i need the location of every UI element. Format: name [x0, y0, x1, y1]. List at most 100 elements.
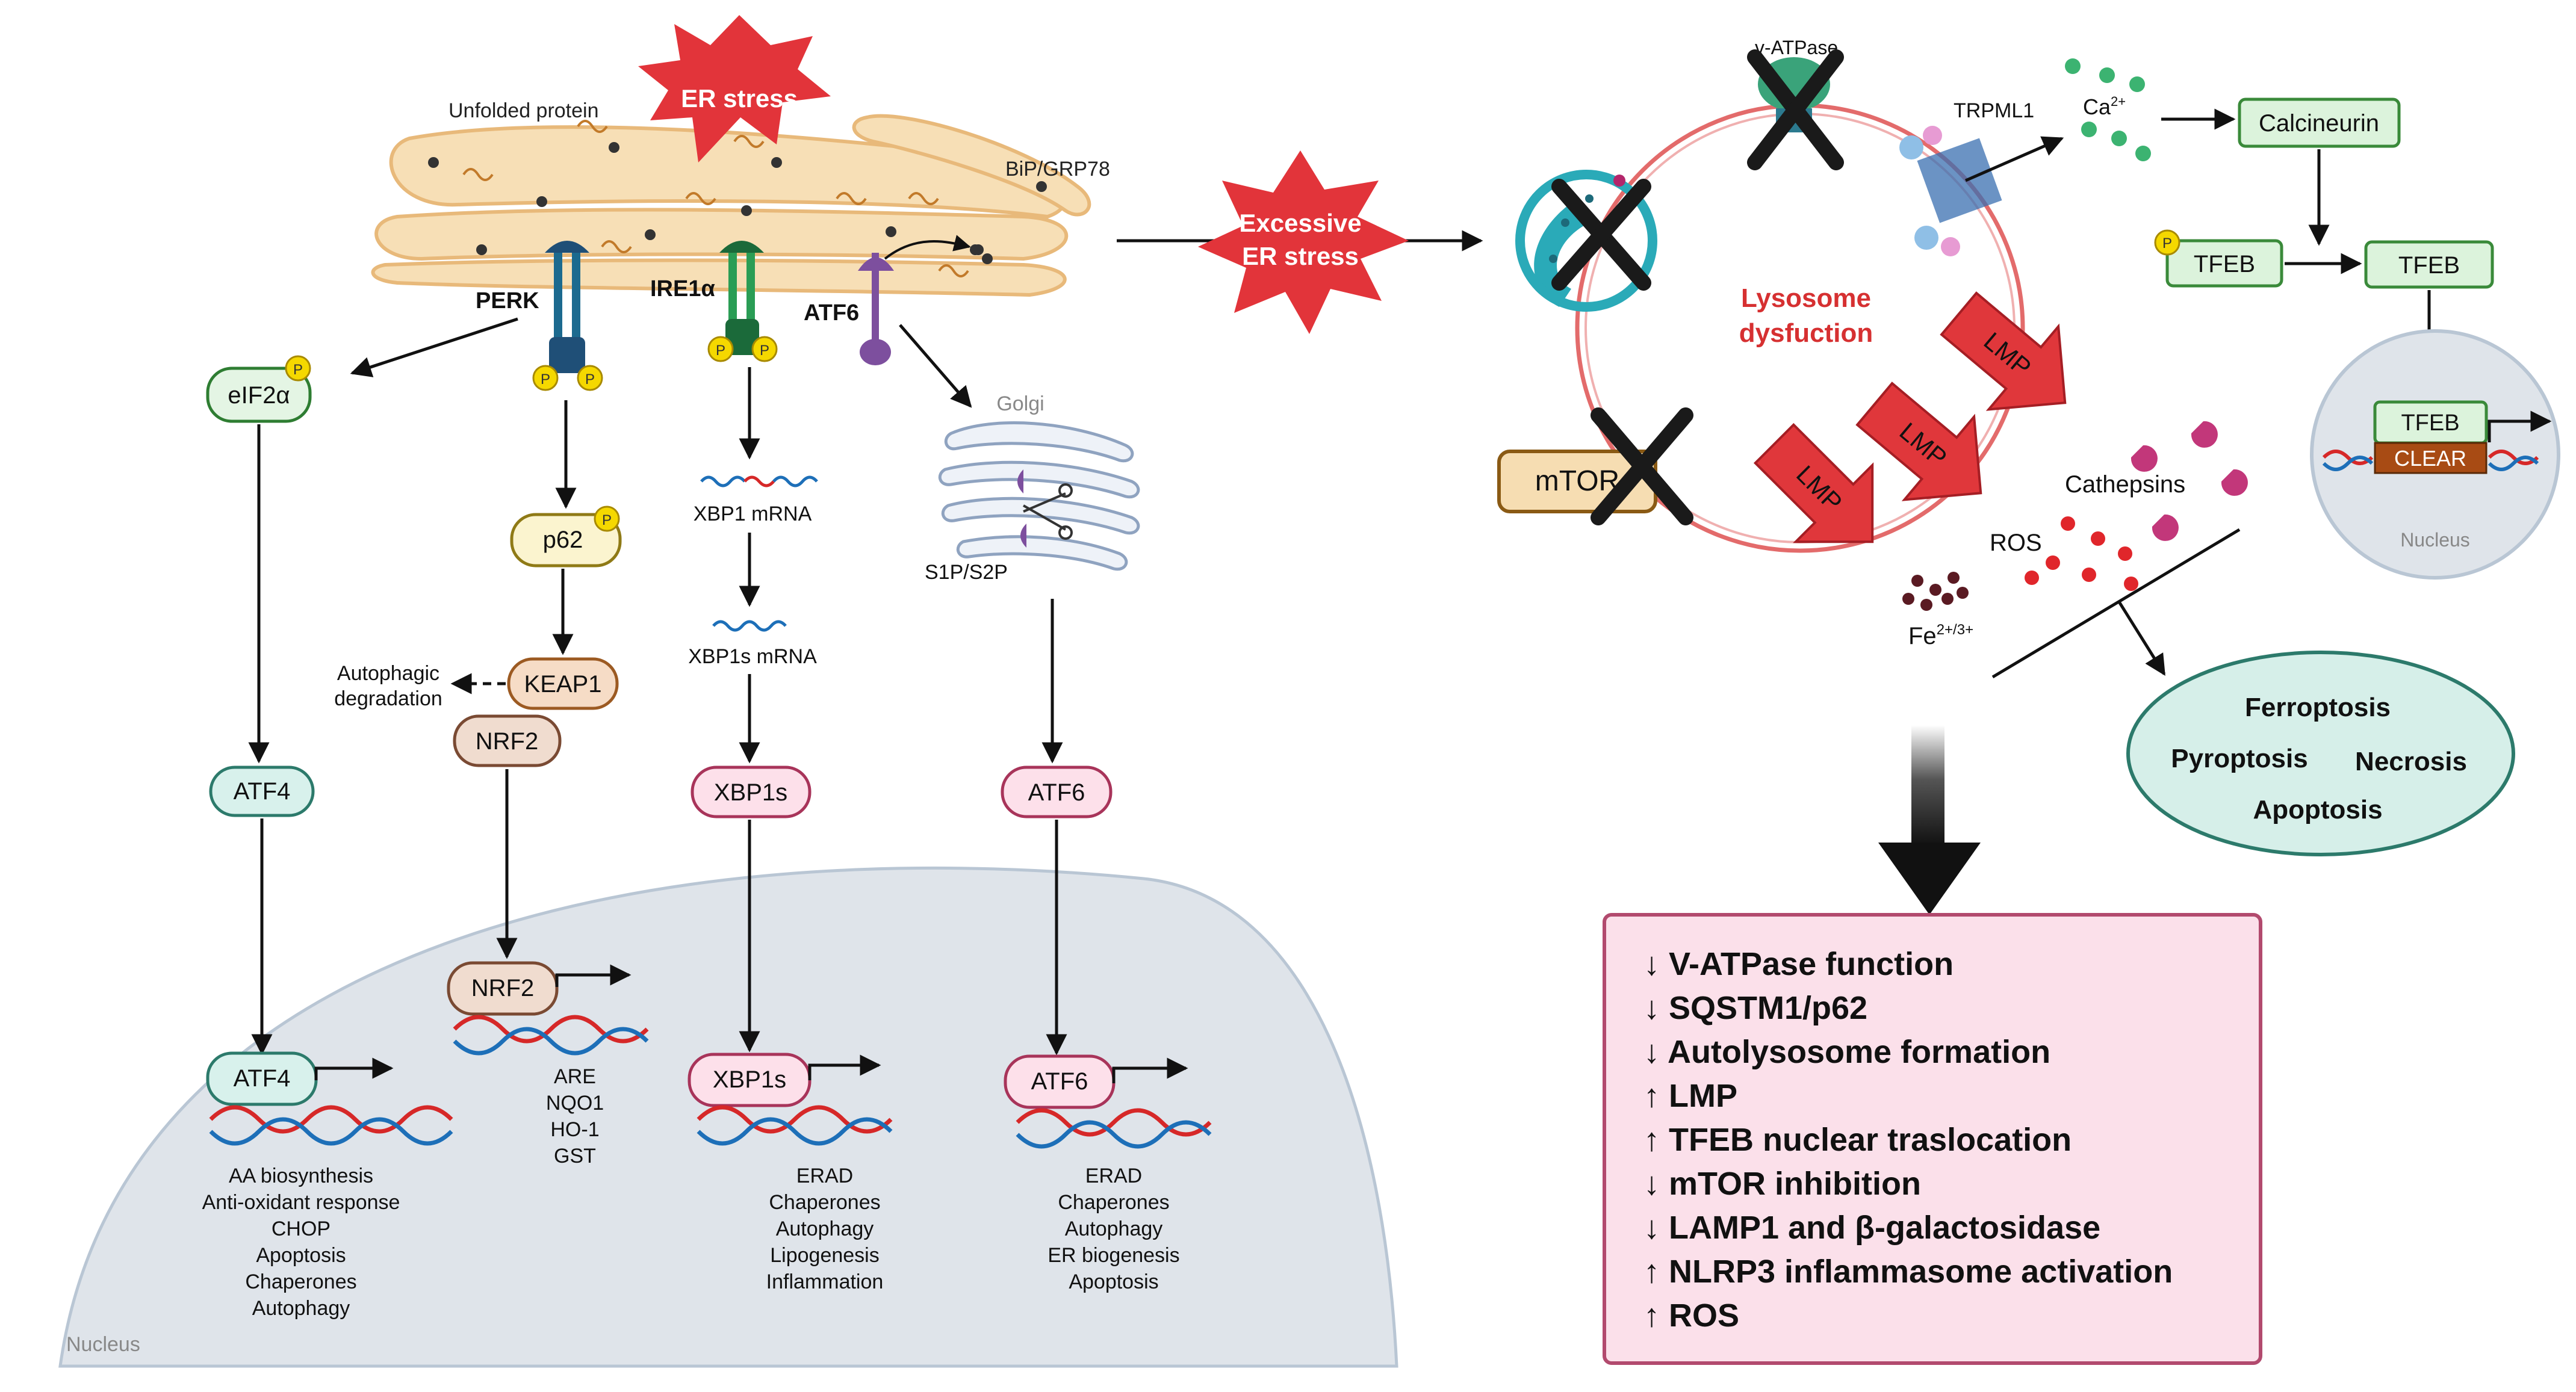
- svg-text:P: P: [760, 342, 769, 359]
- cathepsins-label: Cathepsins: [2065, 471, 2185, 498]
- atf4-targets: AA biosynthesis Anti-oxidant response CH…: [202, 1165, 400, 1320]
- golgi-apparatus: [938, 421, 1140, 571]
- svg-text:mTOR: mTOR: [1535, 465, 1619, 497]
- svg-text:Chaperones: Chaperones: [769, 1191, 880, 1214]
- ire1-label: IRE1α: [650, 276, 715, 302]
- svg-text:TFEB: TFEB: [2398, 252, 2460, 279]
- svg-text:p62: p62: [543, 527, 583, 553]
- xbp1s-targets: ERAD Chaperones Autophagy Lipogenesis In…: [766, 1165, 884, 1293]
- ferroptosis-label: Ferroptosis: [2245, 693, 2391, 722]
- iron-dots: [1902, 572, 1969, 611]
- xbp1-mrna-label: XBP1 mRNA: [694, 503, 812, 525]
- svg-text:eIF2α: eIF2α: [228, 382, 290, 409]
- summary-item: ↓ mTOR inhibition: [1643, 1166, 1921, 1202]
- summary-box: ↓ V-ATPase function ↓ SQSTM1/p62 ↓ Autol…: [1603, 913, 2262, 1365]
- necrosis-label: Necrosis: [2355, 747, 2467, 776]
- svg-text:Chaperones: Chaperones: [1058, 1191, 1169, 1214]
- svg-text:XBP1s: XBP1s: [714, 779, 787, 806]
- svg-text:P: P: [541, 371, 550, 388]
- svg-text:Nucleus: Nucleus: [2400, 529, 2470, 551]
- svg-text:P: P: [585, 371, 595, 388]
- svg-text:ARE: ARE: [554, 1065, 596, 1088]
- tfeb-phospho-node: TFEB P: [2154, 229, 2283, 288]
- svg-text:NRF2: NRF2: [471, 975, 534, 1001]
- unfolded-protein-label: Unfolded protein: [448, 99, 599, 122]
- eif2a-node: eIF2α P: [206, 355, 312, 423]
- svg-text:Excessive: Excessive: [1239, 209, 1361, 237]
- apoptosis-label: Apoptosis: [2253, 795, 2382, 824]
- s1p-s2p-label: S1P/S2P: [925, 561, 1008, 584]
- svg-text:ERAD: ERAD: [1085, 1165, 1142, 1187]
- summary-item: ↓ SQSTM1/p62: [1643, 990, 1867, 1026]
- summary-item: ↓ Autolysosome formation: [1643, 1034, 2050, 1070]
- svg-text:XBP1s: XBP1s: [713, 1066, 786, 1093]
- er-stress-starburst: ER stress: [638, 15, 831, 162]
- atf6-node: ATF6: [1001, 766, 1113, 818]
- summary-item: ↑ ROS: [1643, 1298, 1739, 1334]
- svg-text:ER stress: ER stress: [1242, 242, 1359, 270]
- dna-nrf2: [453, 1015, 649, 1056]
- inhibition-cross-icons: [1551, 49, 1844, 525]
- svg-text:NQO1: NQO1: [546, 1092, 604, 1115]
- svg-text:ATF4: ATF4: [234, 778, 291, 805]
- xbp1-mrna-wave: [700, 475, 818, 487]
- dna-xbp1s: [697, 1105, 893, 1146]
- autophagosome: [1515, 170, 1657, 312]
- svg-text:Inflammation: Inflammation: [766, 1270, 884, 1293]
- calcium-ions: [2065, 58, 2151, 161]
- xbp1s-mrna-wave: [712, 620, 787, 632]
- summary-item: ↓ LAMP1 and β-galactosidase: [1643, 1210, 2100, 1246]
- atf6-label: ATF6: [804, 300, 859, 326]
- clear-label: CLEAR: [2394, 446, 2466, 471]
- svg-text:ER biogenesis: ER biogenesis: [1047, 1244, 1179, 1267]
- ros-dots: [2025, 516, 2138, 591]
- svg-text:Apoptosis: Apoptosis: [256, 1244, 346, 1267]
- svg-text:P: P: [716, 342, 725, 359]
- dna-atf6: [1016, 1108, 1212, 1149]
- svg-text:CHOP: CHOP: [272, 1217, 331, 1240]
- svg-text:TFEB: TFEB: [2401, 410, 2459, 436]
- lysosome-dysfunction-label: Lysosome: [1741, 283, 1871, 313]
- dna-atf4: [209, 1105, 453, 1146]
- svg-text:Autophagy: Autophagy: [1065, 1217, 1163, 1240]
- summary-item: ↑ LMP: [1643, 1078, 1737, 1114]
- p62-node: p62 P: [510, 506, 622, 568]
- svg-text:dysfuction: dysfuction: [1739, 318, 1873, 348]
- bip-label: BiP/GRP78: [1005, 158, 1110, 181]
- ire1-receptor: P P: [707, 241, 778, 362]
- nrf2-node: NRF2: [453, 714, 562, 767]
- tfeb-nucleus: Nucleus TFEB CLEAR: [2310, 329, 2560, 580]
- svg-text:Apoptosis: Apoptosis: [1069, 1270, 1158, 1293]
- svg-text:ATF6: ATF6: [1028, 779, 1085, 806]
- svg-text:Calcineurin: Calcineurin: [2259, 110, 2379, 137]
- cell-death-oval: Ferroptosis Pyroptosis Necrosis Apoptosi…: [2126, 651, 2515, 856]
- atf4-nuclear-node: ATF4: [206, 1051, 394, 1106]
- svg-text:ATF4: ATF4: [234, 1065, 291, 1092]
- trpml1-label: TRPML1: [1954, 99, 2034, 122]
- svg-text:TFEB: TFEB: [2194, 251, 2255, 277]
- endoplasmic-reticulum: [371, 114, 1091, 297]
- svg-text:Autophagy: Autophagy: [776, 1217, 874, 1240]
- misfolded-protein-squiggles: [462, 120, 969, 277]
- atf4-node: ATF4: [209, 766, 315, 817]
- xbp1s-mrna-label: XBP1s mRNA: [688, 645, 817, 668]
- svg-text:ERAD: ERAD: [796, 1165, 853, 1187]
- perk-label: PERK: [476, 288, 539, 314]
- big-down-arrow: [1878, 725, 1981, 915]
- xbp1s-node: XBP1s: [691, 766, 812, 818]
- svg-text:HO-1: HO-1: [550, 1118, 599, 1141]
- svg-text:Lipogenesis: Lipogenesis: [770, 1244, 879, 1267]
- excessive-er-stress-starburst: Excessive ER stress: [1198, 150, 1409, 334]
- nrf2-targets: ARE NQO1 HO-1 GST: [546, 1065, 604, 1168]
- iron-label: Fe2+/3+: [1908, 622, 1973, 649]
- summary-item: ↑ NLRP3 inflammasome activation: [1643, 1254, 2173, 1290]
- tfeb-node: TFEB: [2364, 240, 2494, 289]
- svg-text:Autophagy: Autophagy: [252, 1297, 350, 1320]
- cathepsins-icons: [2131, 421, 2248, 541]
- atf6-targets: ERAD Chaperones Autophagy ER biogenesis …: [1047, 1165, 1179, 1293]
- nrf2-nuclear-node: NRF2: [447, 961, 632, 1016]
- summary-item: ↑ TFEB nuclear traslocation: [1643, 1122, 2072, 1158]
- xbp1s-nuclear-node: XBP1s: [687, 1053, 881, 1107]
- svg-text:P: P: [602, 512, 612, 528]
- ros-label: ROS: [1990, 530, 2042, 556]
